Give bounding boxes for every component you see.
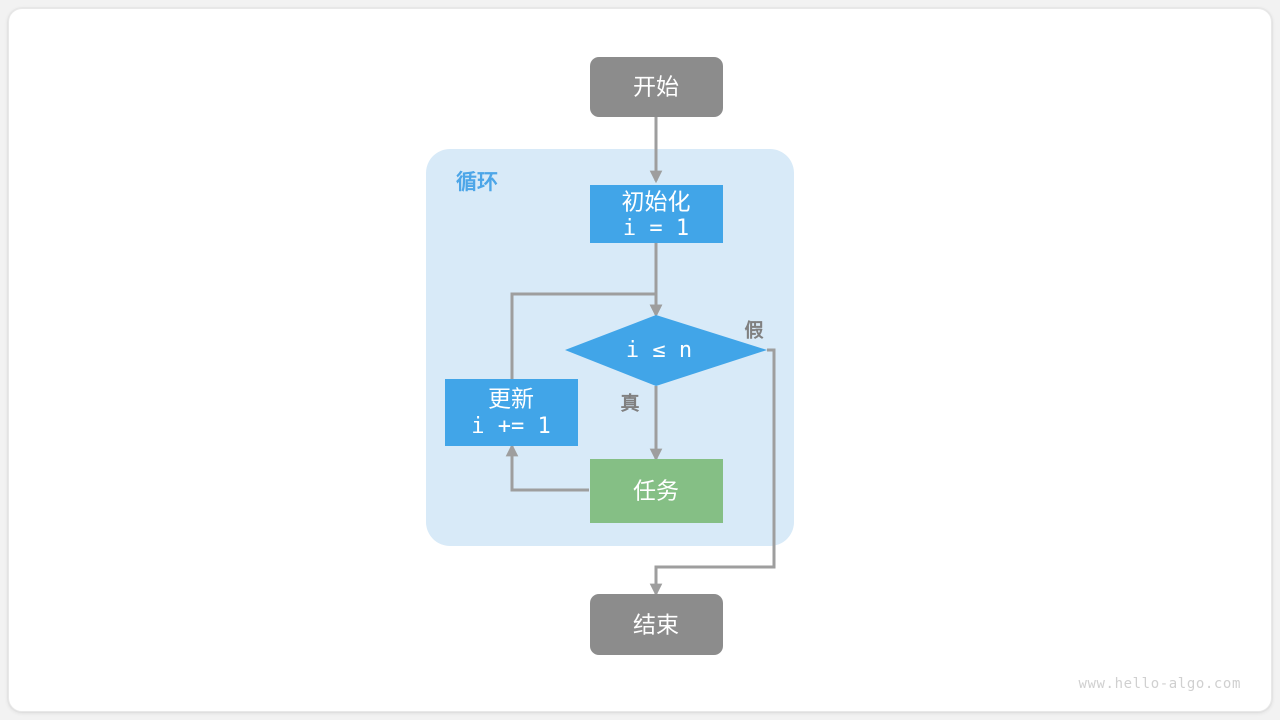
edge-label-false: 假 xyxy=(744,319,763,342)
node-update-shape xyxy=(445,379,578,446)
node-update-sublabel: i += 1 xyxy=(471,414,550,439)
edge-task-to-update xyxy=(505,443,589,492)
node-update-label: 更新 xyxy=(488,387,534,413)
node-condition[interactable]: i ≤ n xyxy=(565,315,767,386)
node-condition-sublabel: i ≤ n xyxy=(626,338,692,363)
edge-condition-false-to-end xyxy=(649,348,776,597)
node-condition-shape xyxy=(565,315,767,386)
node-end-label: 结束 xyxy=(633,613,679,639)
edge-label-true: 真 xyxy=(620,392,639,415)
watermark: www.hello-algo.com xyxy=(1078,676,1241,692)
node-start[interactable]: 开始 xyxy=(590,57,723,117)
node-update[interactable]: 更新 i += 1 xyxy=(445,379,578,446)
flowchart: 循环 真 假 开始 初始化 i = 1 i ≤ n xyxy=(426,57,1241,692)
node-task-label: 任务 xyxy=(633,479,679,505)
node-start-shape xyxy=(590,57,723,117)
diagram-canvas: 循环 真 假 开始 初始化 i = 1 i ≤ n xyxy=(8,8,1272,712)
node-start-label: 开始 xyxy=(633,75,679,101)
node-end[interactable]: 结束 xyxy=(590,594,723,655)
node-task[interactable]: 任务 xyxy=(590,459,723,523)
node-init[interactable]: 初始化 i = 1 xyxy=(590,185,723,243)
edge-update-to-condition xyxy=(510,292,663,379)
node-init-sublabel: i = 1 xyxy=(623,216,689,241)
node-init-label: 初始化 xyxy=(622,190,691,216)
node-end-shape xyxy=(590,594,723,655)
node-task-shape xyxy=(590,459,723,523)
loop-group-label: 循环 xyxy=(456,170,498,194)
node-init-shape xyxy=(590,185,723,243)
